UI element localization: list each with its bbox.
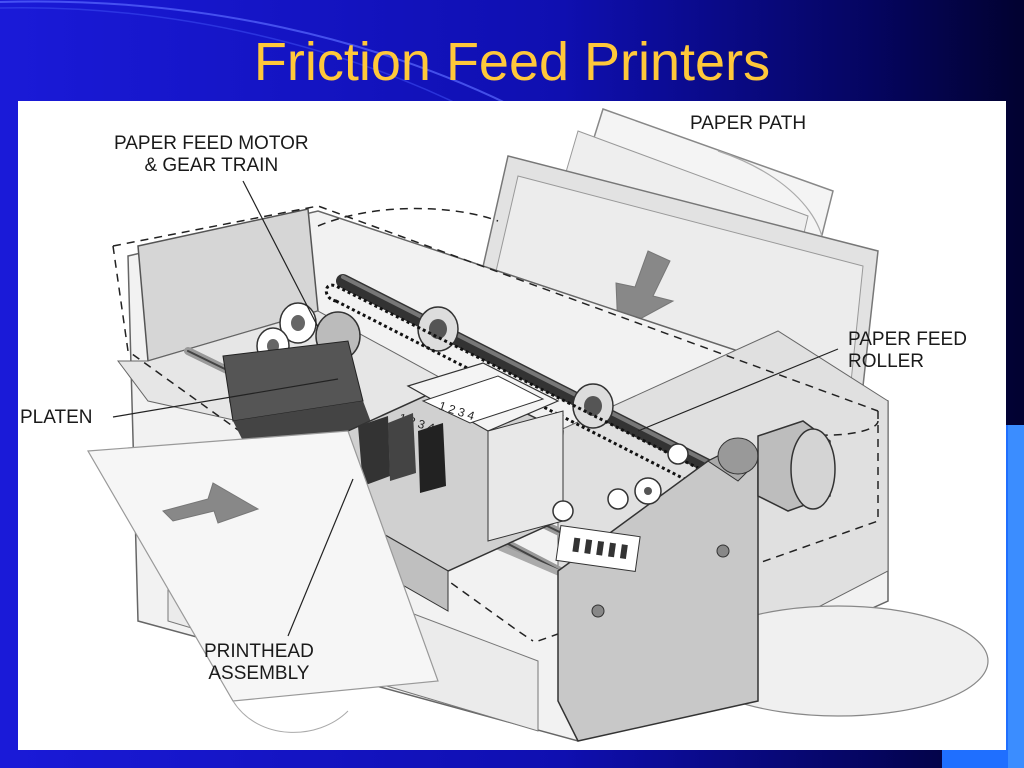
accent-bar-highlight — [1008, 425, 1024, 768]
label-feed-motor-line2: & GEAR TRAIN — [144, 155, 279, 176]
printer-diagram: 1 2 3 4 1 2 3 4 — [87, 108, 989, 742]
printhead-assembly: 1 2 3 4 1 2 3 4 — [342, 362, 564, 612]
paper-output-sheet — [87, 430, 439, 733]
label-feed-motor-line1: PAPER FEED MOTOR — [114, 133, 309, 154]
callout-leaders — [112, 180, 839, 637]
label-feed-motor: PAPER FEED MOTOR & GEAR TRAIN — [114, 133, 309, 177]
title-swoosh — [0, 0, 521, 110]
label-feed-roller: PAPER FEED ROLLER — [848, 329, 967, 373]
paper-feed-motor — [757, 420, 836, 512]
paper-strip — [555, 525, 641, 572]
label-printhead-line2: ASSEMBLY — [208, 663, 310, 684]
right-frame — [557, 437, 759, 742]
label-platen: PLATEN — [20, 407, 93, 428]
label-paper-path: PAPER PATH — [690, 113, 807, 134]
label-printhead-line1: PRINTHEAD — [204, 641, 314, 662]
motor-gears — [552, 443, 689, 522]
paper-in-arrow — [615, 250, 675, 332]
label-printhead: PRINTHEAD ASSEMBLY — [204, 641, 314, 685]
label-feed-roller-line2: ROLLER — [848, 351, 925, 372]
paper-feed-roller — [336, 274, 715, 473]
slide-title: Friction Feed Printers — [253, 32, 771, 92]
paper-out-arrow — [162, 482, 260, 524]
label-feed-roller-line1: PAPER FEED — [848, 329, 967, 350]
printer-diagram-panel: 1 2 3 4 1 2 3 4 — [18, 101, 1006, 750]
